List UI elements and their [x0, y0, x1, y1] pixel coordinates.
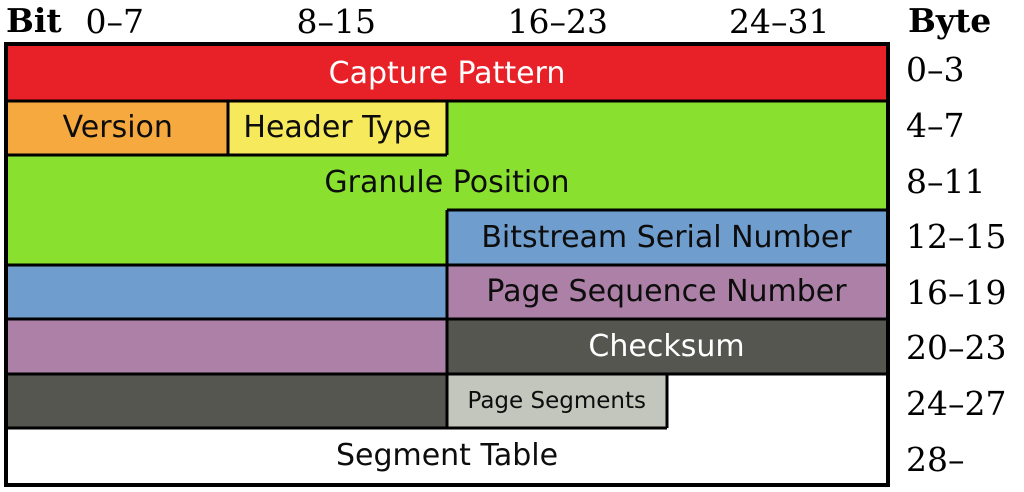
- header-type-label: Header Type: [243, 110, 432, 146]
- grid-line: [8, 426, 667, 430]
- grid-line: [665, 373, 668, 429]
- granule-position-cell-top: [447, 100, 886, 156]
- checksum-cell-bottom: [8, 373, 447, 429]
- grid-line: [226, 100, 229, 156]
- byte-range-row: 28–: [906, 439, 965, 479]
- bit-range-8-15: 8–15: [296, 1, 377, 41]
- byte-range-row: 12–15: [906, 217, 1007, 257]
- segment-table-label: Segment Table: [335, 438, 559, 474]
- checksum-label: Checksum: [588, 328, 745, 364]
- granule-position-cell-bottom: [8, 209, 447, 265]
- bitstream-serial-number-cell-bottom: [8, 264, 447, 320]
- segment-table-cell: Segment Table: [8, 428, 886, 483]
- byte-range-row: 8–11: [906, 161, 986, 201]
- bit-axis-label: Bit: [6, 1, 62, 40]
- bit-range-0-7: 0–7: [85, 1, 145, 41]
- byte-range-row: 4–7: [906, 105, 965, 145]
- page-sequence-number-label: Page Sequence Number: [486, 274, 847, 310]
- byte-range-row: 16–19: [906, 272, 1007, 312]
- byte-range-row: 24–27: [906, 384, 1007, 424]
- page-segments-label: Page Segments: [467, 388, 646, 415]
- capture-pattern-label: Capture Pattern: [328, 55, 566, 91]
- byte-range-column: 0–3 4–7 8–11 12–15 16–19 20–23 24–27 28–: [900, 42, 1022, 487]
- granule-position-label: Granule Position: [324, 165, 570, 201]
- checksum-cell: Checksum: [447, 319, 886, 374]
- bit-range-header-row: 0–7 8–15 16–23 24–31: [4, 0, 890, 42]
- bit-range-24-31: 24–31: [729, 1, 830, 41]
- header-type-cell: Header Type: [227, 100, 447, 156]
- granule-position-cell: Granule Position: [8, 155, 886, 210]
- segment-table-cell-top: [666, 373, 886, 429]
- bitstream-serial-number-cell: Bitstream Serial Number: [447, 209, 886, 265]
- byte-range-row: 20–23: [906, 328, 1007, 368]
- byte-range-row: 0–3: [906, 50, 965, 90]
- grid-line: [8, 153, 447, 157]
- page-sequence-number-cell-bottom: [8, 319, 447, 374]
- bit-range-16-23: 16–23: [507, 1, 608, 41]
- capture-pattern-cell: Capture Pattern: [8, 46, 886, 101]
- page-segments-cell: Page Segments: [447, 373, 667, 429]
- page-sequence-number-cell: Page Sequence Number: [447, 264, 886, 320]
- version-cell: Version: [8, 100, 228, 156]
- header-structure-table: Capture Pattern Version Header Type Gran…: [4, 42, 890, 487]
- grid-line: [445, 100, 449, 156]
- grid-line: [447, 208, 886, 212]
- version-label: Version: [62, 110, 173, 146]
- bitstream-serial-number-label: Bitstream Serial Number: [481, 219, 852, 255]
- grid-line: [445, 209, 449, 429]
- byte-axis-label: Byte: [908, 1, 992, 40]
